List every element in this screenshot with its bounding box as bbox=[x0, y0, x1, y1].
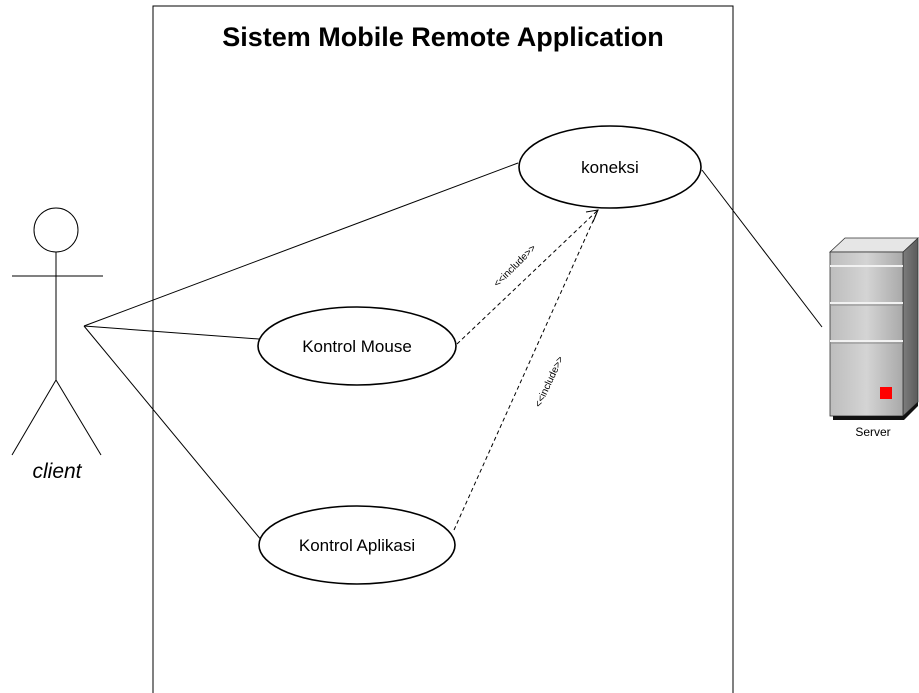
use-case-kontrol-mouse[interactable]: Kontrol Mouse bbox=[257, 306, 457, 386]
system-boundary bbox=[152, 5, 734, 693]
include-label-aplikasi: <<include>> bbox=[533, 355, 566, 410]
use-case-koneksi[interactable]: koneksi bbox=[518, 125, 702, 209]
use-case-kontrol-mouse-label: Kontrol Mouse bbox=[302, 337, 412, 356]
server-label: Server bbox=[855, 425, 890, 439]
actor-client-label: client bbox=[32, 460, 82, 483]
association-client-kontrol-mouse bbox=[83, 325, 260, 340]
use-case-kontrol-aplikasi-label: Kontrol Aplikasi bbox=[299, 536, 415, 555]
server-icon[interactable] bbox=[828, 237, 919, 420]
actor-head-icon bbox=[33, 207, 79, 253]
association-client-kontrol-aplikasi bbox=[83, 325, 263, 542]
include-mouse-koneksi bbox=[456, 209, 599, 345]
server-power-indicator bbox=[880, 387, 892, 399]
association-koneksi-server bbox=[701, 169, 823, 328]
system-title: Sistem Mobile Remote Application bbox=[222, 22, 664, 52]
include-label-mouse: <<include>> bbox=[492, 243, 539, 290]
use-case-koneksi-label: koneksi bbox=[581, 158, 639, 177]
use-case-kontrol-aplikasi[interactable]: Kontrol Aplikasi bbox=[258, 505, 456, 585]
association-client-koneksi bbox=[83, 162, 519, 327]
include-aplikasi-koneksi bbox=[453, 209, 599, 531]
actor-client[interactable] bbox=[11, 207, 103, 456]
